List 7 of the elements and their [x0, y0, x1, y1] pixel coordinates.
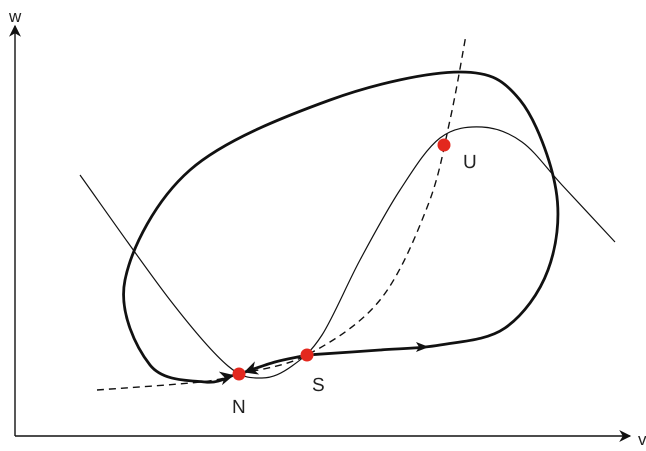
point-label: S — [312, 376, 325, 395]
point-label: N — [232, 398, 246, 417]
equilibrium-point — [438, 138, 450, 152]
equilibrium-point — [232, 368, 246, 380]
equilibrium-point — [300, 348, 314, 362]
point-label: U — [463, 153, 477, 172]
axis-label: w — [9, 8, 22, 25]
